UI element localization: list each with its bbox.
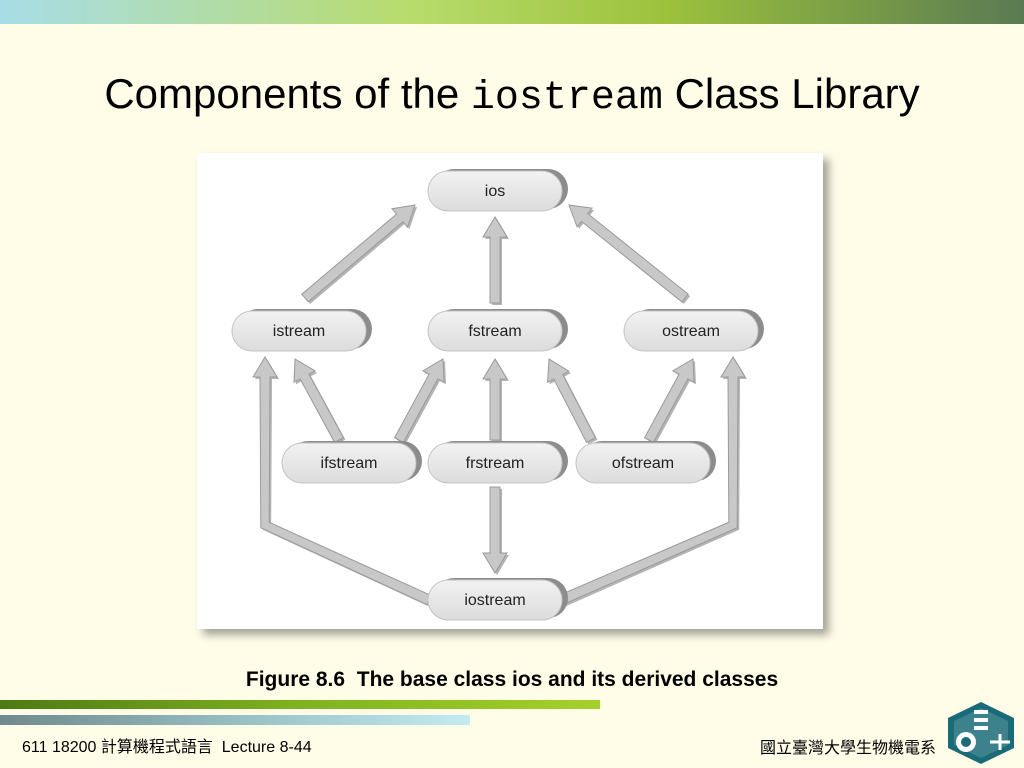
arrow-iostream-to-istream [252, 356, 432, 606]
bottom-decor-bar [0, 700, 600, 709]
class-diagram: ios istream fstream ostream ifstream frstream… [231, 169, 764, 621]
figure-caption: Figure 8.6 The base class ios and its de… [245, 668, 779, 691]
arrow-frstream-to-iostream [482, 486, 508, 574]
title-code: iostream [470, 76, 663, 121]
node-label-ifstream: ifstream [321, 455, 378, 472]
node-label-istream: istream [273, 323, 325, 340]
department-logo-icon [948, 702, 1014, 764]
node-label-ios: ios [485, 183, 505, 200]
footer-department: 國立臺灣大學生物機電系 [759, 738, 936, 757]
node-istream: istream [231, 309, 372, 352]
arrow-ostream-to-ios [568, 204, 689, 303]
arrow-ofstream-to-fstream [546, 358, 597, 443]
arrow-frstream-to-fstream [482, 358, 508, 441]
top-decor-bar [0, 0, 1024, 24]
arrow-ofstream-to-ostream [643, 358, 695, 444]
arrow-iostream-to-ostream [558, 356, 746, 606]
node-label-fstream: fstream [468, 323, 521, 340]
node-label-iostream: iostream [464, 592, 525, 609]
bottom-decor-bar-secondary [0, 715, 470, 725]
node-label-frstream: frstream [466, 455, 525, 472]
footer-course-info: 611 18200 計算機程式語言 Lecture 8-44 [22, 739, 312, 756]
arrow-shadow-iostream-to-ostream [561, 359, 747, 607]
node-pill-ifstream [281, 442, 417, 484]
node-ostream: ostream [623, 309, 764, 352]
node-pill-ofstream [575, 442, 711, 484]
arrow-ifstream-to-istream [293, 358, 345, 444]
node-ofstream: ofstream [575, 441, 716, 484]
node-ios: ios [427, 169, 568, 212]
arrow-ifstream-to-fstream [393, 358, 445, 444]
node-pill-ios [427, 170, 563, 212]
figure-panel: ios istream fstream ostream ifstream frstream… [197, 153, 823, 629]
node-pill-iostream [427, 579, 563, 621]
node-fstream: fstream [427, 309, 568, 352]
node-pill-istream [231, 310, 367, 352]
node-iostream: iostream [427, 578, 568, 621]
slide-title: Components of the iostream Class Library [0, 70, 1024, 121]
node-pill-ostream [623, 310, 759, 352]
node-label-ofstream: ofstream [612, 455, 674, 472]
node-pill-frstream [427, 442, 563, 484]
arrow-fstream-to-ios [482, 216, 508, 304]
node-label-ostream: ostream [662, 323, 720, 340]
node-pill-fstream [427, 310, 563, 352]
node-frstream: frstream [427, 441, 568, 484]
title-suffix: Class Library [662, 70, 920, 117]
node-ifstream: ifstream [281, 441, 422, 484]
arrow-istream-to-ios [301, 204, 416, 303]
title-prefix: Components of the [104, 70, 471, 117]
